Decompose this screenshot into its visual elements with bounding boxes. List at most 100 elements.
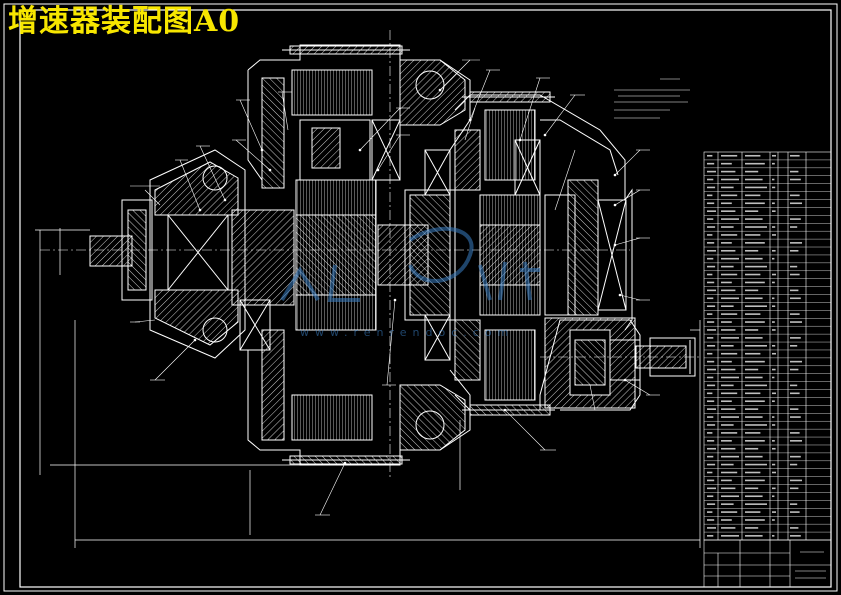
- table-cell-text: [721, 471, 738, 474]
- table-cell-text: [707, 313, 713, 315]
- table-cell-text: [745, 202, 765, 205]
- table-cell-text: [745, 186, 767, 189]
- table-cell-text: [790, 249, 799, 252]
- table-cell-text: [745, 360, 765, 363]
- part-leaders: [130, 59, 660, 516]
- table-cell-text: [707, 471, 713, 474]
- table-cell-text: [707, 519, 715, 521]
- table-cell-text: [745, 432, 761, 434]
- table-cell-text: [721, 447, 736, 450]
- table-cell-text: [707, 408, 716, 410]
- table-cell-text: [790, 360, 802, 363]
- table-cell-text: [721, 519, 732, 521]
- table-cell-text: [790, 297, 801, 300]
- watermark-url: www.renrendoc.com: [300, 326, 515, 339]
- table-cell-text: [790, 321, 802, 323]
- table-cell-text: [721, 511, 738, 513]
- table-cell-text: [745, 313, 761, 315]
- table-cell-text: [721, 249, 736, 252]
- table-cell-text: [745, 416, 763, 418]
- table-cell-text: [721, 170, 736, 173]
- table-cell-text: [772, 257, 775, 260]
- table-cell-text: [707, 511, 713, 513]
- table-cell-text: [707, 154, 713, 157]
- table-cell-text: [745, 424, 767, 426]
- table-cell-text: [772, 487, 776, 490]
- table-cell-text: [772, 281, 775, 284]
- table-cell-text: [707, 527, 716, 529]
- table-cell-text: [721, 345, 734, 347]
- table-cell-text: [745, 471, 761, 474]
- table-cell-text: [721, 210, 736, 212]
- table-cell-text: [707, 479, 715, 482]
- table-cell-text: [772, 178, 775, 181]
- table-cell-text: [745, 234, 761, 236]
- table-cell-text: [707, 257, 714, 260]
- table-cell-text: [745, 479, 765, 482]
- table-cell-text: [707, 162, 715, 165]
- table-cell-text: [707, 210, 716, 212]
- table-cell-text: [721, 321, 732, 323]
- parts-list-rows: [704, 159, 831, 533]
- table-cell-text: [707, 289, 716, 292]
- table-cell-text: [790, 416, 801, 418]
- table-cell-text: [707, 416, 714, 418]
- table-cell-text: [745, 210, 759, 212]
- watermark-logo: [280, 226, 540, 302]
- table-cell-text: [721, 273, 738, 276]
- table-cell-text: [772, 297, 775, 300]
- table-cell-text: [772, 392, 776, 395]
- table-cell-text: [772, 376, 775, 379]
- table-cell-text: [790, 170, 799, 173]
- table-cell-text: [745, 376, 763, 379]
- table-cell-text: [721, 408, 736, 410]
- table-cell-text: [745, 305, 767, 308]
- table-cell-text: [707, 178, 714, 181]
- table-cell-text: [790, 273, 800, 276]
- table-cell-text: [745, 527, 759, 529]
- table-cell-text: [772, 463, 776, 466]
- table-cell-text: [721, 297, 739, 300]
- table-cell-text: [772, 345, 776, 347]
- table-cell-text: [707, 463, 716, 466]
- table-cell-text: [721, 495, 739, 498]
- table-cell-text: [721, 194, 738, 197]
- table-cell-text: [790, 535, 801, 537]
- table-cell-text: [721, 400, 732, 403]
- dimension-lines: [35, 228, 701, 548]
- table-cell-text: [721, 234, 738, 236]
- table-cell-text: [772, 186, 776, 189]
- table-cell-text: [707, 194, 713, 197]
- table-cell-text: [721, 392, 738, 395]
- table-cell-text: [707, 487, 716, 490]
- table-cell-text: [721, 384, 734, 387]
- table-cell-text: [790, 455, 801, 458]
- table-cell-text: [707, 392, 713, 395]
- table-cell-text: [745, 170, 759, 173]
- table-cell-text: [745, 368, 759, 371]
- table-cell-text: [721, 487, 736, 490]
- table-cell-text: [707, 249, 716, 252]
- table-cell-text: [721, 202, 732, 205]
- table-cell-text: [745, 495, 763, 498]
- table-cell-text: [707, 234, 713, 236]
- table-cell-text: [772, 368, 776, 371]
- table-cell-text: [721, 376, 739, 379]
- table-cell-text: [745, 519, 765, 521]
- table-cell-text: [707, 440, 715, 442]
- table-cell-text: [772, 400, 775, 403]
- table-cell-text: [721, 535, 739, 537]
- table-cell-text: [707, 345, 716, 347]
- table-cell-text: [721, 463, 734, 466]
- table-cell-text: [745, 321, 765, 323]
- table-cell-text: [745, 297, 763, 300]
- table-cell-text: [772, 329, 776, 331]
- table-cell-text: [721, 479, 732, 482]
- table-cell-text: [707, 226, 716, 228]
- table-cell-text: [721, 313, 738, 315]
- table-cell-text: [745, 503, 767, 505]
- table-cell-text: [790, 479, 802, 482]
- table-cell-text: [772, 519, 775, 521]
- table-cell-text: [790, 503, 798, 505]
